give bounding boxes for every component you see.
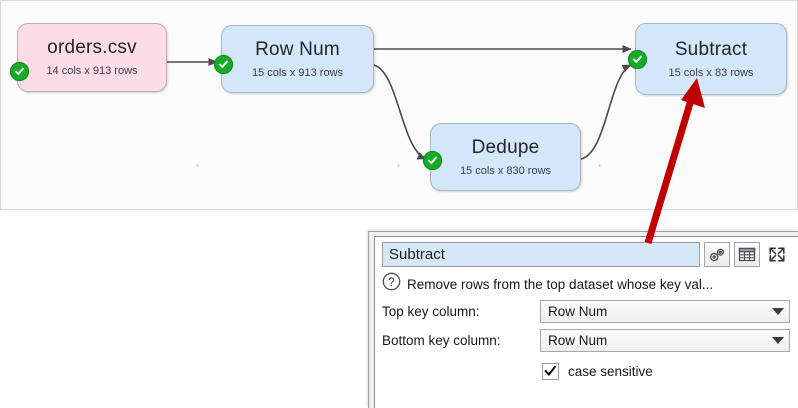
show-table-button[interactable] xyxy=(734,242,760,267)
bottom-key-column-row: Bottom key column: Row Num xyxy=(382,329,790,352)
svg-text:?: ? xyxy=(388,277,394,289)
item-name-input[interactable] xyxy=(382,242,700,267)
case-sensitive-label: case sensitive xyxy=(568,363,653,379)
flow-node-subtract[interactable]: Subtract 15 cols x 83 rows xyxy=(628,23,787,95)
node-subtitle: 15 cols x 83 rows xyxy=(668,66,754,79)
check-circle-icon xyxy=(10,62,29,81)
bottom-key-column-select[interactable]: Row Num xyxy=(540,329,790,352)
case-sensitive-row: case sensitive xyxy=(542,360,790,382)
bottom-key-column-value: Row Num xyxy=(548,333,608,348)
node-title: Row Num xyxy=(255,38,340,60)
node-subtitle: 15 cols x 913 rows xyxy=(251,66,344,79)
top-key-column-value: Row Num xyxy=(548,304,608,319)
case-sensitive-checkbox[interactable] xyxy=(542,362,559,380)
maximize-button[interactable] xyxy=(764,242,790,267)
expand-icon xyxy=(767,245,787,264)
bottom-key-column-label: Bottom key column: xyxy=(382,333,501,348)
node-subtitle: 14 cols x 913 rows xyxy=(46,65,138,77)
flow-node-dedupe[interactable]: Dedupe 15 cols x 830 rows xyxy=(423,123,581,191)
help-row: ? Remove rows from the top dataset whose… xyxy=(382,272,790,296)
chevron-down-icon xyxy=(772,308,784,315)
top-key-column-row: Top key column: Row Num xyxy=(382,300,790,323)
flow-node-row-num[interactable]: Row Num 15 cols x 913 rows xyxy=(214,25,374,93)
top-key-column-select[interactable]: Row Num xyxy=(540,300,790,323)
table-icon xyxy=(738,247,756,262)
check-circle-icon xyxy=(214,55,233,74)
flow-canvas[interactable]: orders.csv 14 cols x 913 rows Row Num 15… xyxy=(0,0,798,210)
flow-node-orders-csv[interactable]: orders.csv 14 cols x 913 rows xyxy=(10,23,167,92)
node-subtitle: 15 cols x 830 rows xyxy=(459,164,552,177)
configure-button[interactable] xyxy=(704,242,730,267)
top-key-column-label: Top key column: xyxy=(382,304,480,319)
check-circle-icon xyxy=(628,50,647,69)
dialog-title-row xyxy=(382,242,790,267)
node-title: orders.csv xyxy=(47,37,137,58)
node-title: Subtract xyxy=(674,38,748,60)
check-circle-icon xyxy=(423,151,442,170)
node-title: Dedupe xyxy=(471,136,540,158)
help-text: Remove rows from the top dataset whose k… xyxy=(407,276,714,292)
item-properties-dialog[interactable]: ? Remove rows from the top dataset whose… xyxy=(368,231,798,408)
chevron-down-icon xyxy=(772,337,784,344)
help-circle-icon[interactable]: ? xyxy=(382,272,401,296)
gears-icon xyxy=(708,247,726,263)
checkmark-icon xyxy=(544,365,556,376)
